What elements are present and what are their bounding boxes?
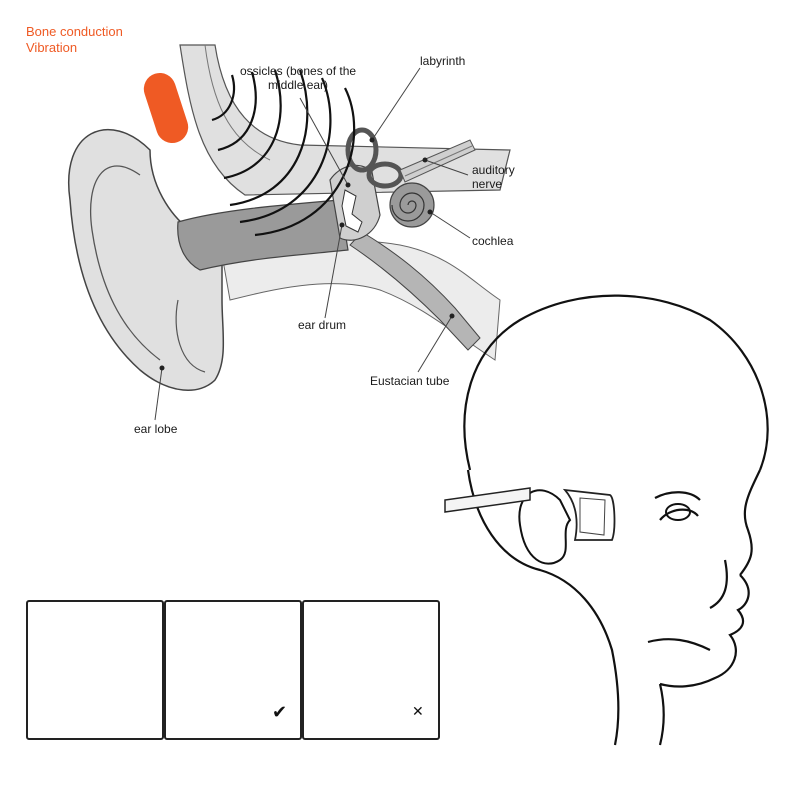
head-profile-illustration (463, 294, 769, 746)
bone-conduction-label-line2: Vibration (26, 40, 78, 55)
ear-helix-inner (90, 165, 161, 361)
ear-drum-label: ear drum (298, 318, 347, 332)
cochlea-label: cochlea (472, 234, 514, 248)
ear-lobe-fold (175, 299, 206, 373)
head-eye (665, 503, 691, 521)
semicircular-canal-2 (366, 161, 404, 189)
ossicles-label-line1: ossicles (bones of the (240, 64, 357, 78)
headset-pad (562, 488, 616, 541)
auditory-nerve-label: auditory nerve (472, 163, 515, 191)
ossicles-label: ossicles (bones of the middle ear) (240, 64, 356, 92)
labyrinth-label: labyrinth (420, 54, 466, 68)
ear-lobe-label: ear lobe (134, 422, 178, 436)
bone-conduction-label-line1: Bone conduction (26, 24, 123, 39)
eustachian-tube-shape (349, 231, 481, 351)
semicircular-canal-1 (345, 127, 379, 173)
instruction-panel-2 (164, 600, 302, 740)
cochlea-spiral (391, 192, 425, 222)
correct-checkmark: ✔ (272, 702, 288, 723)
bone-conduction-label: Bone conduction Vibration (26, 24, 123, 56)
incorrect-cross: ✕ (412, 704, 424, 720)
ossicles-shape (341, 189, 363, 233)
cochlea-outer (389, 182, 435, 228)
eustachian-tube-label: Eustacian tube (370, 374, 450, 388)
bone-conduction-transducer (143, 72, 189, 144)
skull-bone-inner (204, 44, 271, 161)
headset-band (444, 487, 531, 513)
instruction-panel-1 (26, 600, 164, 740)
auditory-nerve-label-line2: nerve (472, 177, 503, 191)
head-ear (518, 489, 572, 565)
label-leader-lines (154, 67, 471, 421)
instruction-panel-3 (302, 600, 440, 740)
auditory-nerve-label-line1: auditory (472, 163, 515, 177)
ossicles-label-line2: middle ear) (268, 78, 329, 92)
